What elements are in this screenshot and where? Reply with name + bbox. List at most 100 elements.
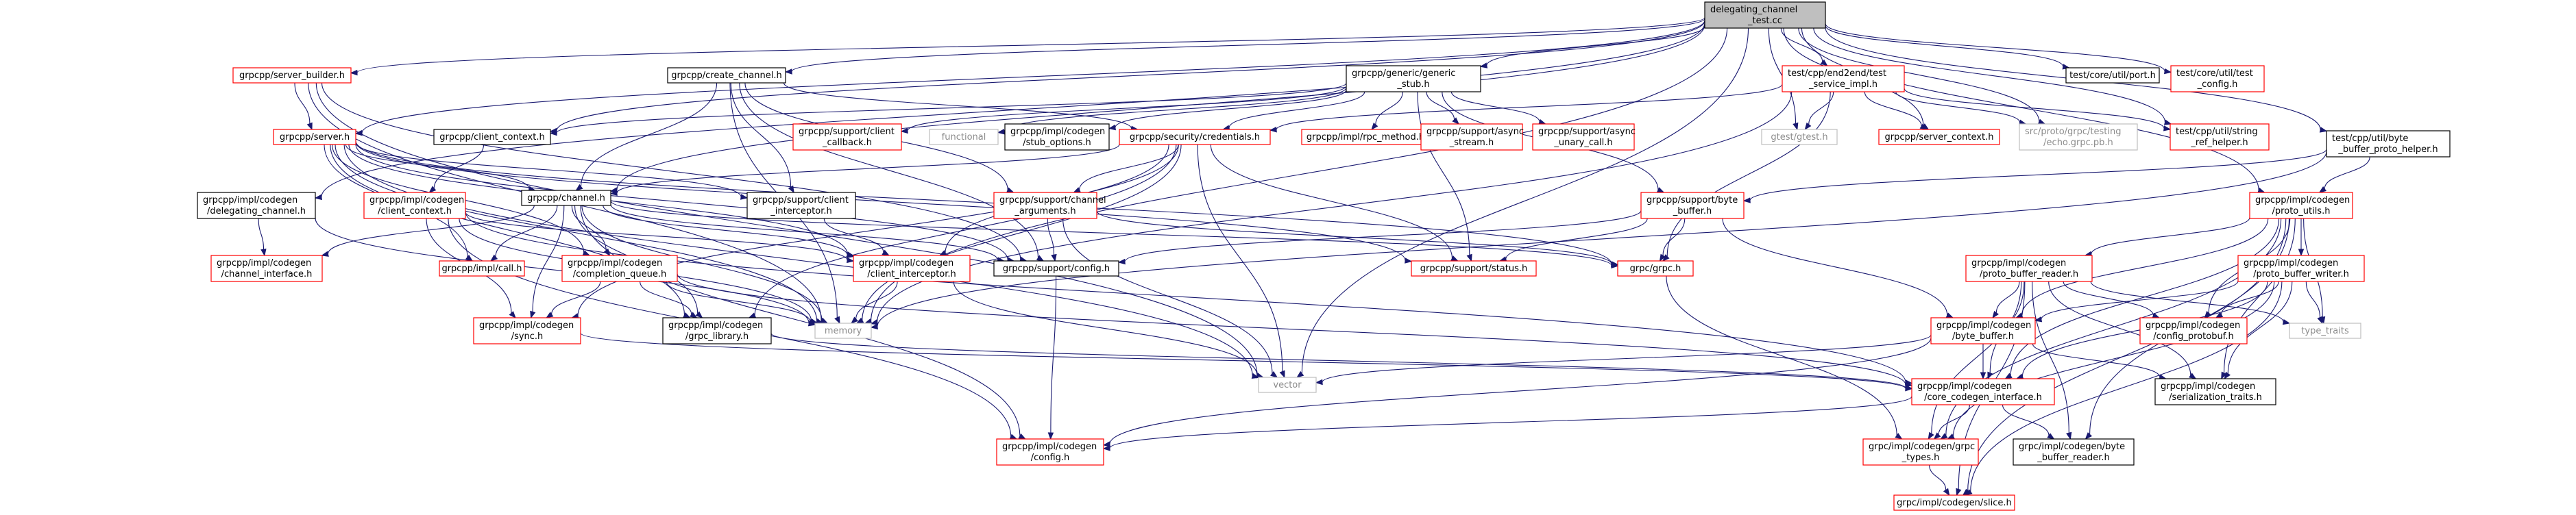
node-status[interactable]: grpcpp/support/status.h bbox=[1411, 260, 1537, 277]
edge-line bbox=[754, 144, 1177, 316]
node-box bbox=[521, 190, 611, 206]
edge-line bbox=[327, 205, 535, 255]
node-async-stream[interactable]: grpcpp/support/async_stream.h bbox=[1420, 123, 1524, 151]
node-label-line: grpcpp/impl/codegen bbox=[1010, 127, 1105, 137]
node-byte-buffer-reader[interactable]: grpc/impl/codegen/byte_buffer_reader.h bbox=[2013, 438, 2135, 466]
node-sync[interactable]: grpcpp/impl/codegen/sync.h bbox=[473, 317, 581, 344]
edge-line bbox=[315, 82, 1258, 376]
node-port[interactable]: test/core/util/port.h bbox=[2065, 67, 2160, 84]
edge-root-to-echo-pb bbox=[1798, 27, 2046, 125]
node-support-config[interactable]: grpcpp/support/config.h bbox=[993, 260, 1119, 277]
node-box bbox=[1532, 123, 1635, 151]
edge-line bbox=[1825, 23, 2165, 72]
node-grpc-types[interactable]: grpc/impl/codegen/grpc_types.h bbox=[1862, 438, 1979, 466]
node-box bbox=[1640, 192, 1745, 219]
edge-cg-byte-buffer-to-cg-config bbox=[1102, 337, 1932, 447]
edge-channel-to-cg-client-interceptor bbox=[603, 205, 855, 258]
node-label-line: _callback.h bbox=[822, 138, 872, 148]
node-bbph[interactable]: test/cpp/util/byte_buffer_proto_helper.h bbox=[2326, 130, 2451, 158]
node-label-line: /stub_options.h bbox=[1023, 138, 1091, 148]
node-call[interactable]: grpcpp/impl/call.h bbox=[439, 260, 525, 277]
node-label-line: /proto_buffer_reader.h bbox=[1980, 269, 2078, 279]
node-proto-utils[interactable]: grpcpp/impl/codegen/proto_utils.h bbox=[2249, 192, 2353, 219]
node-serialization-traits[interactable]: grpcpp/impl/codegen/serialization_traits… bbox=[2154, 378, 2276, 405]
node-client-interceptor[interactable]: grpcpp/support/client_interceptor.h bbox=[746, 192, 856, 219]
edge-line bbox=[1931, 281, 2022, 434]
node-channel[interactable]: grpcpp/channel.h bbox=[521, 190, 611, 206]
edge-arrowhead bbox=[788, 185, 794, 194]
node-credentials[interactable]: grpcpp/security/credentials.h bbox=[1119, 129, 1271, 145]
edge-arrowhead bbox=[1992, 310, 1999, 319]
node-label-line: grpcpp/impl/codegen bbox=[859, 258, 953, 268]
node-config-protobuf[interactable]: grpcpp/impl/codegen/config_protobuf.h bbox=[2139, 317, 2248, 344]
node-label-line: src/proto/grpc/testing bbox=[2025, 127, 2122, 137]
edge-arrowhead bbox=[1987, 371, 1993, 380]
edge-root-to-test-config bbox=[1825, 23, 2172, 75]
node-stub-options[interactable]: grpcpp/impl/codegen/stub_options.h bbox=[1004, 123, 1110, 151]
edge-arrowhead bbox=[1117, 258, 1126, 265]
node-cg-config[interactable]: grpcpp/impl/codegen/config.h bbox=[996, 438, 1104, 466]
edge-arrowhead bbox=[2317, 316, 2323, 325]
node-box bbox=[1878, 129, 2000, 145]
node-proto-buffer-reader[interactable]: grpcpp/impl/codegen/proto_buffer_reader.… bbox=[1965, 255, 2093, 282]
edge-line bbox=[616, 24, 1705, 190]
node-test-config[interactable]: test/core/util/test_config.h bbox=[2170, 65, 2265, 92]
node-server[interactable]: grpcpp/server.h bbox=[273, 129, 356, 145]
edge-arrowhead bbox=[530, 310, 536, 319]
node-root[interactable]: delegating_channel_test.cc bbox=[1704, 1, 1826, 29]
edge-arrowhead bbox=[1956, 488, 1962, 497]
node-label-line: /client_interceptor.h bbox=[867, 269, 956, 279]
node-client-callback[interactable]: grpcpp/support/client_callback.h bbox=[792, 123, 902, 151]
edge-root-to-server-impl bbox=[1780, 27, 1828, 66]
edge-line bbox=[1995, 281, 2020, 313]
node-slice[interactable]: grpc/impl/codegen/slice.h bbox=[1893, 494, 2015, 511]
edge-root-to-server-builder bbox=[350, 17, 1705, 76]
node-channel-interface[interactable]: grpcpp/impl/codegen/channel_interface.h bbox=[210, 255, 323, 282]
edge-line bbox=[616, 144, 1120, 194]
node-string-ref[interactable]: test/cpp/util/string_ref_helper.h bbox=[2170, 123, 2270, 151]
node-proto-buffer-writer[interactable]: grpcpp/impl/codegen/proto_buffer_writer.… bbox=[2237, 255, 2365, 282]
node-completion-queue[interactable]: grpcpp/impl/codegen/completion_queue.h bbox=[561, 255, 678, 282]
node-label-line: _service_impl.h bbox=[1808, 79, 1878, 90]
node-label-line: _buffer_reader.h bbox=[2037, 453, 2110, 463]
node-server-impl[interactable]: test/cpp/end2end/test_service_impl.h bbox=[1782, 65, 1905, 92]
edge-line bbox=[2305, 281, 2321, 318]
node-channel-arguments[interactable]: grpcpp/support/channel_arguments.h bbox=[993, 192, 1106, 219]
node-core-codegen-interface[interactable]: grpcpp/impl/codegen/core_codegen_interfa… bbox=[1911, 378, 2055, 405]
node-grpc-library[interactable]: grpcpp/impl/codegen/grpc_library.h bbox=[662, 317, 772, 344]
node-cg-client-context[interactable]: grpcpp/impl/codegen/client_context.h bbox=[363, 192, 466, 219]
node-cg-client-interceptor[interactable]: grpcpp/impl/codegen/client_interceptor.h bbox=[853, 255, 971, 282]
node-label-line: /sync.h bbox=[511, 331, 544, 342]
edge-arrowhead bbox=[350, 69, 358, 76]
edge-credentials-to-channel bbox=[609, 144, 1120, 196]
node-client-context[interactable]: grpcpp/client_context.h bbox=[433, 129, 551, 145]
edge-arrowhead bbox=[603, 248, 611, 257]
node-byte-buffer[interactable]: grpcpp/support/byte_buffer.h bbox=[1640, 192, 1745, 219]
node-label-line: test/cpp/util/byte bbox=[2332, 134, 2408, 144]
edge-proto-buffer-writer-to-cg-byte-buffer bbox=[2034, 280, 2239, 323]
node-generic-stub[interactable]: grpcpp/generic/generic_stub.h bbox=[1346, 65, 1481, 92]
node-grpc-h[interactable]: grpc/grpc.h bbox=[1617, 260, 1694, 277]
node-cg-byte-buffer[interactable]: grpcpp/impl/codegen/byte_buffer.h bbox=[1930, 317, 2036, 344]
edge-line bbox=[1197, 144, 1283, 372]
edge-arrowhead bbox=[1405, 258, 1413, 264]
edge-line bbox=[1109, 337, 1932, 444]
node-label-line: test/cpp/end2end/test bbox=[1788, 68, 1886, 79]
node-label-line: grpcpp/impl/codegen bbox=[2255, 195, 2350, 205]
node-create-channel[interactable]: grpcpp/create_channel.h bbox=[667, 67, 786, 84]
edge-line bbox=[1662, 218, 1686, 256]
edge-arrowhead bbox=[321, 251, 329, 257]
node-server-context[interactable]: grpcpp/server_context.h bbox=[1878, 129, 2000, 145]
edge-arrowhead bbox=[695, 311, 703, 318]
edge-channel-arguments-to-vector bbox=[1062, 218, 1278, 378]
node-rpc-method[interactable]: grpcpp/impl/rpc_method.h bbox=[1301, 129, 1430, 145]
node-delegating-channel[interactable]: grpcpp/impl/codegen/delegating_channel.h bbox=[197, 192, 316, 219]
node-label-line: grpcpp/create_channel.h bbox=[671, 71, 781, 81]
node-async-unary[interactable]: grpcpp/support/async_unary_call.h bbox=[1532, 123, 1636, 151]
node-label-line: grpcpp/impl/call.h bbox=[441, 264, 522, 274]
edge-arrowhead bbox=[1928, 431, 1934, 440]
edge-server-builder-to-support-config bbox=[321, 82, 1028, 262]
node-label-line: grpc/grpc.h bbox=[1630, 264, 1681, 274]
node-server-builder[interactable]: grpcpp/server_builder.h bbox=[232, 67, 352, 84]
